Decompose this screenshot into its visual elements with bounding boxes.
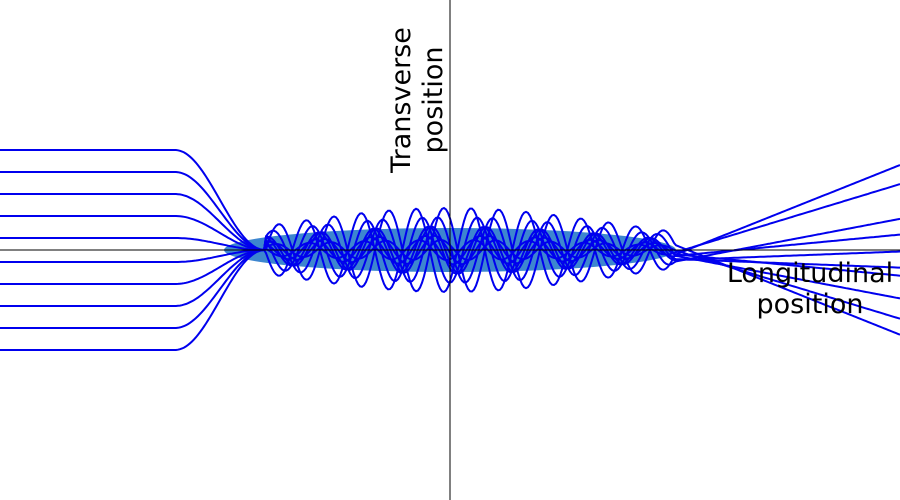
longitudinal-label-line1: Longitudinal bbox=[727, 258, 893, 289]
transverse-label-line2: position bbox=[418, 47, 449, 154]
longitudinal-axis-label: Longitudinal position bbox=[727, 258, 893, 320]
transverse-axis-label: Transverse position bbox=[386, 27, 449, 174]
transverse-label-line1: Transverse bbox=[386, 27, 417, 174]
longitudinal-label-line2: position bbox=[757, 289, 864, 320]
